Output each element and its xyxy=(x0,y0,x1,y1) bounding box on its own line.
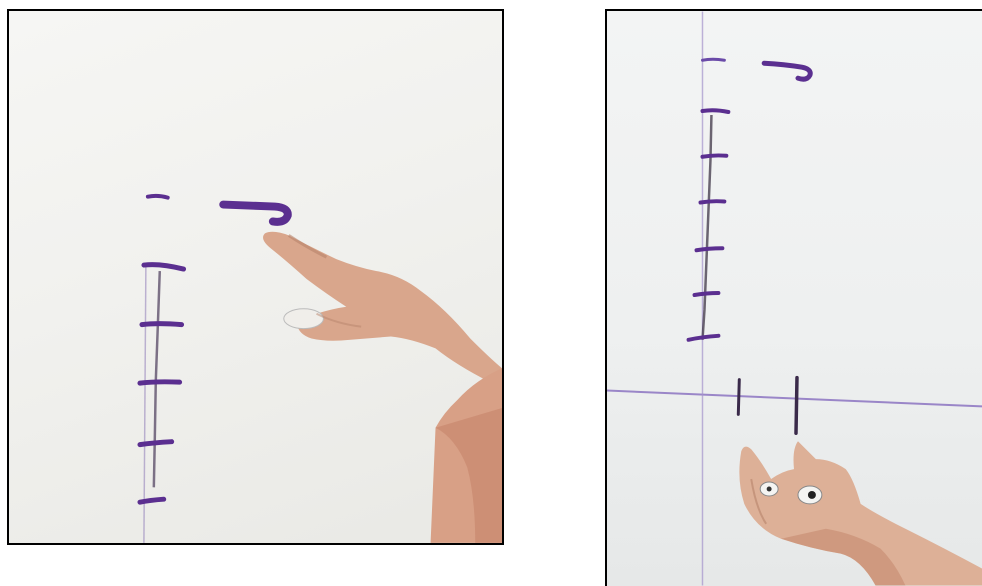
horizontal-axis-line xyxy=(607,389,982,408)
tick-mark xyxy=(137,379,183,386)
tick-mark xyxy=(692,291,721,298)
whiteboard-drawing-left xyxy=(137,193,502,543)
x-axis-mark xyxy=(794,375,799,436)
arrow-symbol xyxy=(219,200,292,226)
axis-stroke xyxy=(152,271,162,488)
pointing-hand xyxy=(263,231,502,543)
tick-mark xyxy=(694,246,725,253)
vertical-axis-line xyxy=(143,264,147,543)
tick-mark xyxy=(700,57,726,62)
photo-panel-left xyxy=(7,9,504,545)
tick-mark xyxy=(700,153,729,159)
arrow-symbol xyxy=(761,60,813,82)
tick-mark xyxy=(137,496,167,505)
tick-mark xyxy=(686,333,721,342)
x-axis-mark xyxy=(736,378,741,416)
tick-mark xyxy=(141,262,187,272)
tick-mark xyxy=(137,439,175,448)
tick-mark xyxy=(145,193,170,200)
tick-mark xyxy=(139,321,185,328)
photo-panel-right xyxy=(605,9,982,586)
tick-mark xyxy=(700,108,731,114)
whiteboard-drawing-right xyxy=(607,11,982,586)
hand-with-markers xyxy=(739,441,982,586)
axis-stroke xyxy=(701,114,713,340)
tick-mark xyxy=(698,199,727,205)
